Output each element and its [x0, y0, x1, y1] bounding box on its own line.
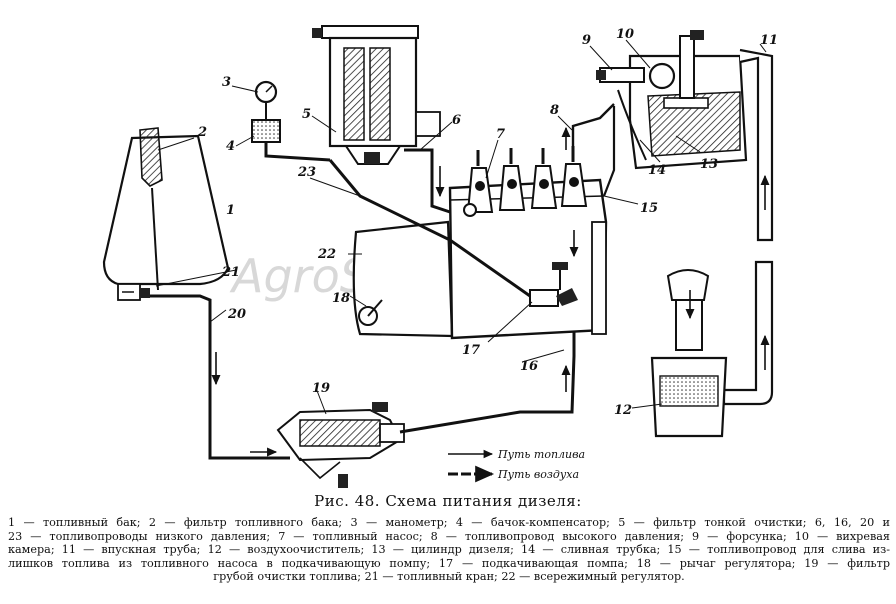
legend-fuel-label: Путь топлива	[497, 448, 585, 461]
figure-caption-title: Рис. 48. Схема питания дизеля:	[314, 492, 582, 510]
fuel-injection-pump	[448, 146, 608, 340]
label-17: 17	[462, 343, 480, 358]
label-16: 16	[520, 359, 538, 374]
manometer	[254, 80, 278, 112]
label-9: 9	[582, 33, 591, 48]
label-11: 11	[760, 33, 778, 48]
priming-pump	[529, 262, 578, 307]
label-5: 5	[302, 107, 311, 122]
label-18: 18	[332, 291, 350, 306]
label-7: 7	[496, 127, 505, 142]
part-numbers: 1 2 3 4 5 6 7 8 9 10 11 12 13 14 15 16 1…	[197, 27, 778, 418]
low-pressure-line-6	[404, 148, 451, 214]
low-pressure-line-20	[150, 294, 290, 460]
label-23: 23	[297, 165, 316, 180]
caption-line: лишков топлива из топливного насоса в по…	[8, 556, 890, 570]
drain-tube	[617, 89, 647, 161]
leader-lines	[155, 39, 767, 415]
label-14: 14	[648, 163, 666, 178]
label-8: 8	[550, 103, 559, 118]
label-2: 2	[197, 125, 207, 140]
caption-line: грубой очистки топлива; 21 — топливный к…	[213, 570, 685, 583]
coarse-fuel-filter	[276, 402, 405, 488]
label-3: 3	[222, 75, 231, 90]
caption-line: 23 — топливопроводы низкого давления; 7 …	[8, 529, 890, 543]
high-pressure-line	[571, 103, 615, 146]
label-4: 4	[226, 139, 235, 154]
label-13: 13	[700, 157, 718, 172]
label-21: 21	[221, 265, 240, 280]
pump-sections	[466, 146, 588, 213]
label-10: 10	[616, 27, 634, 42]
label-15: 15	[640, 201, 658, 216]
return-line-15	[602, 106, 616, 197]
label-20: 20	[227, 307, 246, 322]
air-cleaner	[650, 269, 728, 438]
all-mode-governor	[352, 220, 454, 338]
label-6: 6	[452, 113, 461, 128]
figure-caption-body: 1 — топливный бак; 2 — фильтр топливного…	[8, 516, 890, 584]
caption-line: 1 — топливный бак; 2 — фильтр топливного…	[8, 516, 890, 529]
legend-air-label: Путь воздуха	[497, 468, 579, 481]
compensator-tank	[251, 112, 281, 143]
swirl-chamber	[648, 62, 676, 90]
label-19: 19	[312, 381, 330, 396]
compensator-line	[264, 142, 331, 162]
legend: Путь топлива Путь воздуха	[448, 448, 585, 483]
diesel-cylinder	[628, 30, 748, 170]
label-12: 12	[614, 403, 632, 418]
fuel-tap	[117, 283, 150, 301]
low-pressure-line-23	[328, 159, 531, 298]
caption-line: камера; 11 — впускная труба; 12 — воздух…	[8, 543, 890, 556]
injector	[596, 67, 645, 83]
label-22: 22	[317, 247, 336, 262]
fuel-tank	[102, 127, 230, 301]
fine-fuel-filter	[312, 25, 441, 165]
low-pressure-line-16	[399, 300, 576, 434]
tank-filter	[139, 127, 163, 187]
label-1: 1	[226, 203, 235, 218]
